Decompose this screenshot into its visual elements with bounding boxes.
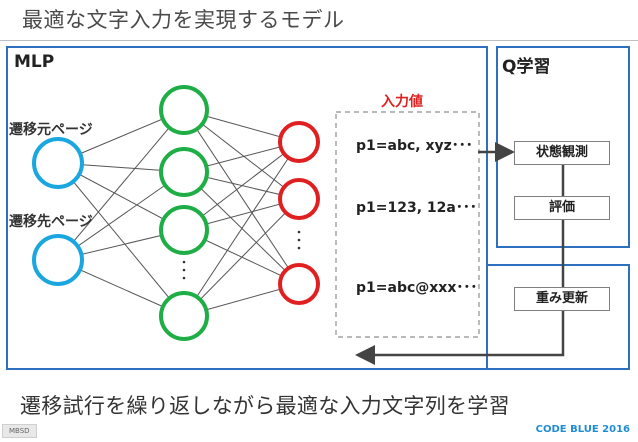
output-ellipsis [297,230,301,250]
hidden-node-2 [159,147,209,197]
network-nodes [32,85,320,341]
mlp-label: MLP [14,52,55,72]
footer-event: CODE BLUE 2016 [535,424,630,435]
output-value-2: p1=123, 12a･･･ [356,200,477,216]
network-edge [183,171,300,285]
page-title: 最適な文字入力を実現するモデル [22,8,345,32]
weight-update-box: 重み更新 [514,287,610,311]
network-edge [183,109,300,285]
frame-connector [487,264,630,370]
summary-text: 遷移試行を繰り返しながら最適な入力文字列を学習 [20,394,510,418]
output-dashed-box [335,111,480,338]
network-edge [57,109,185,261]
input-label-source: 遷移元ページ [9,122,93,138]
feedback-arrow [355,311,565,365]
hidden-ellipsis [182,260,186,280]
output-node-2 [278,178,320,220]
mlp-frame [6,46,488,370]
title-divider [0,40,638,41]
hidden-node-1 [159,85,209,135]
q-learning-label: Q学習 [502,57,551,77]
footer-logo: MBSD [2,424,37,438]
output-value-1: p1=abc, xyz･･･ [356,138,473,154]
output-node-1 [278,121,320,163]
input-label-destination: 遷移先ページ [9,214,93,230]
hidden-node-3 [159,205,209,255]
state-observation-box: 状態観測 [514,141,610,165]
input-node-2 [32,234,84,286]
output-value-3: p1=abc@xxx･･･ [356,280,478,296]
output-node-3 [278,263,320,305]
input-node-1 [32,137,84,189]
network-edge [183,141,300,317]
hidden-node-4 [159,291,209,341]
input-values-title: 入力値 [381,94,423,110]
network-edge [183,198,300,317]
evaluation-box: 評価 [514,196,610,220]
network-edge [57,162,185,317]
